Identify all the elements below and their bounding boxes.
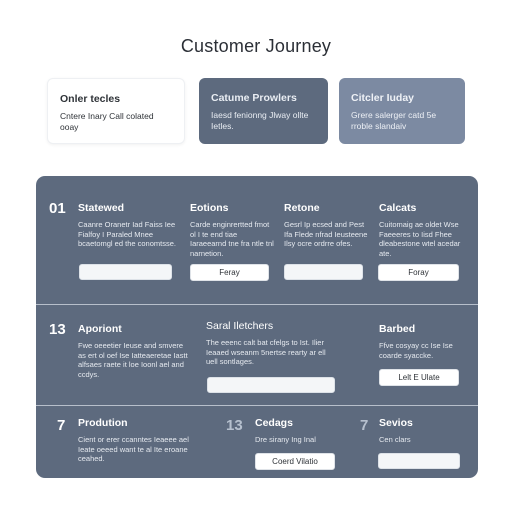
row2-stage-2: Saral Iletchers The eeenc calt bat cfelg… xyxy=(206,320,338,367)
row1-stage-1-heading: Statewed xyxy=(78,202,125,214)
row1-stage-3-desc: Gesrl Ip ecsed and Pest Ifa Flede nfrad … xyxy=(284,220,368,248)
row2-stage-2-input[interactable] xyxy=(207,377,335,393)
top-card-3-desc: Grere salerger catd 5e rroble slandaiv xyxy=(351,110,437,131)
row3-stage-2-desc: Dre sirany Ing Inal xyxy=(255,435,316,444)
row1-stage-4-heading: Calcats xyxy=(379,202,417,214)
journey-panel: 01 Statewed Caanre Oranetr Iad Faiss Iee… xyxy=(36,176,478,478)
row3-stage-1-heading: Prodution xyxy=(78,417,128,429)
top-card-1[interactable]: Onler tecles Cntere Inary Call colated o… xyxy=(47,78,185,144)
row2-stage-2-desc: The eeenc calt bat cfelgs to Ist. Ilier … xyxy=(206,338,326,366)
row2-stage-3-heading: Barbed xyxy=(379,323,416,335)
top-card-1-desc: Cntere Inary Call colated ooay xyxy=(60,111,154,132)
row1-stage-3: Retone Gesrl Ip ecsed and Pest Ifa Flede… xyxy=(284,202,368,249)
page-title: Customer Journey xyxy=(180,36,332,56)
row1-stage-4: Calcats Cuitomaig ae oldet Wse Faeeeres … xyxy=(379,202,467,258)
top-card-3[interactable]: Citcler Iuday Grere salerger catd 5e rro… xyxy=(339,78,465,144)
row1-stage-1-input[interactable] xyxy=(79,264,172,280)
row3-step-number-3: 7 xyxy=(360,417,369,434)
row3-stage-3-heading: Sevios xyxy=(379,417,413,429)
row2-stage-1: Aporiont Fwe oeeetier Ieuse and smvere a… xyxy=(78,323,190,379)
row1-step-number: 01 xyxy=(49,200,66,217)
top-card-1-heading: Onler tecles xyxy=(60,93,121,105)
row1-stage-2-desc: Carde enginrertted fmot ol I te end tiae… xyxy=(190,220,274,258)
row3-stage-1: Prodution Cient or erer ccanntes Ieaeee … xyxy=(78,417,190,464)
row1-stage-3-heading: Retone xyxy=(284,202,320,214)
row1-stage-2: Eotions Carde enginrertted fmot ol I te … xyxy=(190,202,274,258)
row3-stage-3-input[interactable] xyxy=(378,453,460,469)
row2-stage-3-button[interactable]: Lelt E Ulate xyxy=(379,369,459,386)
row3-stage-1-desc: Cient or erer ccanntes Ieaeee ael Ieate … xyxy=(78,435,189,463)
top-card-2-heading: Catume Prowlers xyxy=(211,92,297,104)
row3-stage-2: Cedags Dre sirany Ing Inal xyxy=(255,417,351,445)
row-divider-1 xyxy=(36,304,478,305)
row3-stage-3: Sevios Cen clars xyxy=(379,417,467,445)
row1-stage-2-heading: Eotions xyxy=(190,202,229,214)
row1-stage-2-button[interactable]: Feray xyxy=(190,264,269,281)
top-card-2-desc: Iaesd fenionng Jlway ollte Ietles. xyxy=(211,110,309,131)
row3-stage-2-heading: Cedags xyxy=(255,417,293,429)
row3-step-number-2: 13 xyxy=(226,417,243,434)
row2-step-number: 13 xyxy=(49,321,66,338)
row1-stage-4-button[interactable]: Foray xyxy=(378,264,459,281)
top-card-3-heading: Citcler Iuday xyxy=(351,92,415,104)
row3-stage-2-button[interactable]: Coerd Vilatio xyxy=(255,453,335,470)
top-card-2[interactable]: Catume Prowlers Iaesd fenionng Jlway oll… xyxy=(199,78,328,144)
row1-stage-1-desc: Caanre Oranetr Iad Faiss Iee Fialfoy I P… xyxy=(78,220,176,248)
row-divider-2 xyxy=(36,405,478,406)
row2-stage-3: Barbed Ffve cosyay cc Ise Ise coarde sya… xyxy=(379,323,467,360)
row3-step-number-1: 7 xyxy=(57,417,66,434)
row1-stage-3-input[interactable] xyxy=(284,264,363,280)
row2-stage-1-desc: Fwe oeeetier Ieuse and smvere as ert ol … xyxy=(78,341,188,379)
row3-stage-3-desc: Cen clars xyxy=(379,435,411,444)
row2-stage-1-heading: Aporiont xyxy=(78,323,122,335)
row2-stage-2-heading: Saral Iletchers xyxy=(206,320,274,332)
row1-stage-1: Statewed Caanre Oranetr Iad Faiss Iee Fi… xyxy=(78,202,176,249)
row1-stage-4-desc: Cuitomaig ae oldet Wse Faeeeres to Iisd … xyxy=(379,220,461,258)
row2-stage-3-desc: Ffve cosyay cc Ise Ise coarde syaccke. xyxy=(379,341,453,360)
